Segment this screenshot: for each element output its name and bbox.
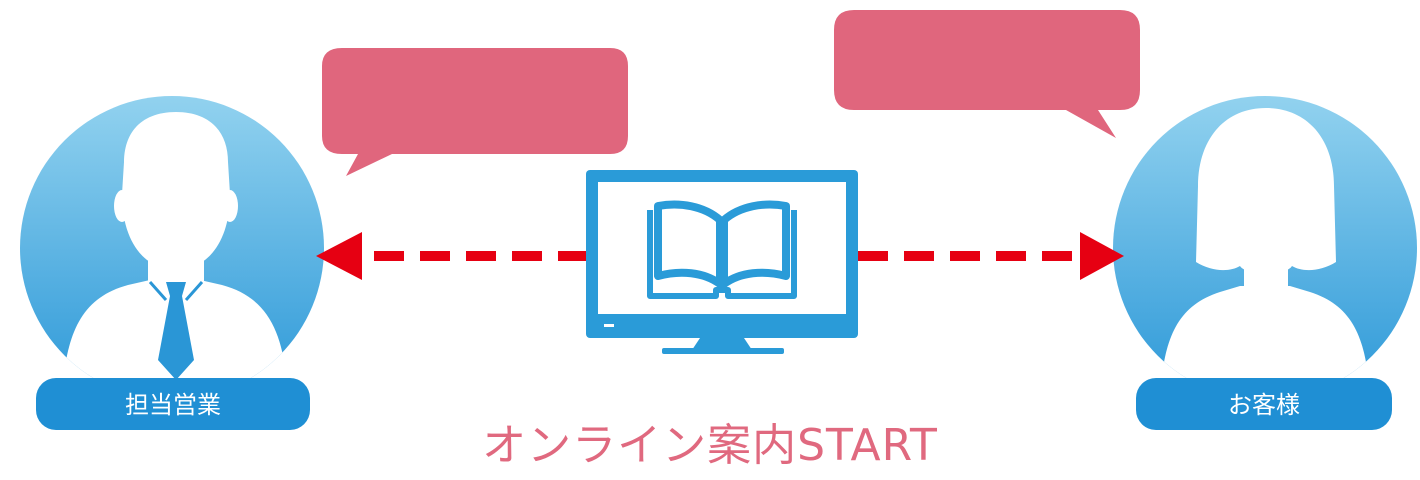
arrow-to-sales <box>316 232 588 280</box>
arrow-to-customer <box>858 232 1124 280</box>
caption-online-guide-start: オンライン案内START <box>482 420 938 471</box>
sales-label-pill: 担当営業 <box>36 378 310 430</box>
customer-label-pill: お客様 <box>1136 378 1392 430</box>
sales-person-avatar <box>20 96 324 400</box>
open-book-icon <box>647 200 797 299</box>
customer-label-text: お客様 <box>1228 391 1300 419</box>
speech-bubble-customer <box>834 10 1140 138</box>
sales-label-text: 担当営業 <box>125 391 221 419</box>
customer-person-avatar <box>1113 96 1417 400</box>
monitor-icon <box>586 170 858 354</box>
speech-bubble-sales <box>322 48 628 176</box>
